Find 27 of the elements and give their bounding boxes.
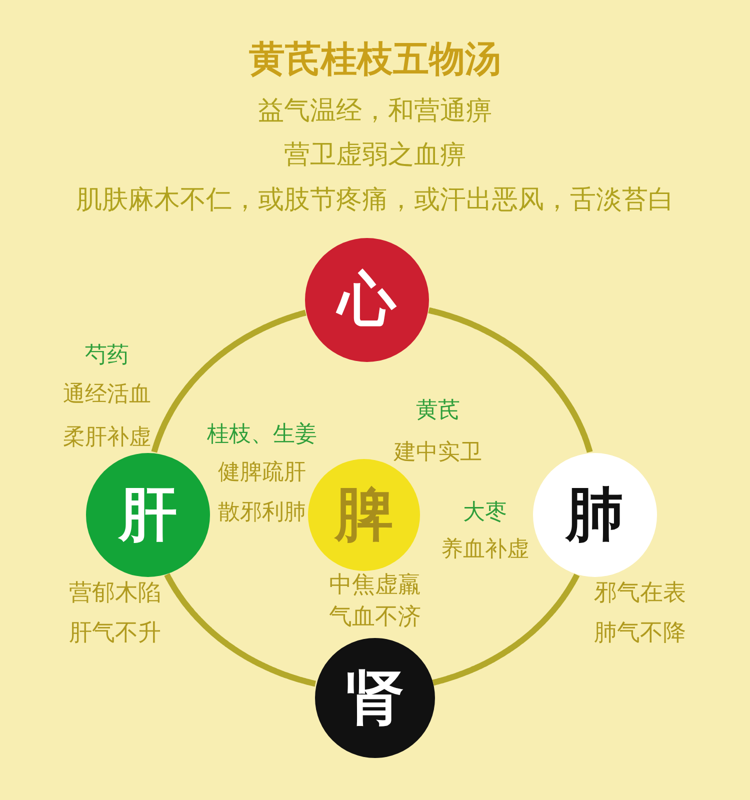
organ-note: 营郁木陷 — [69, 580, 161, 608]
subtitle: 营卫虚弱之血痹 — [284, 140, 466, 172]
subtitle: 益气温经，和营通痹 — [258, 96, 492, 128]
herb-effect: 通经活血 — [63, 382, 151, 408]
herb-effect: 养血补虚 — [441, 537, 529, 564]
organ-note: 邪气在表 — [594, 580, 686, 608]
note: 气血不济 — [329, 604, 421, 632]
herb-effect: 健脾疏肝 — [218, 460, 306, 486]
organ-note: 肺气不降 — [594, 620, 686, 648]
ring-arc — [164, 572, 317, 687]
herb-name: 大枣 — [463, 500, 507, 526]
organ-circle: 肾 — [315, 638, 435, 758]
subtitle: 肌肤麻木不仁，或肢节疼痛，或汗出恶风，舌淡苔白 — [76, 185, 674, 216]
organ-note: 肝气不升 — [69, 620, 161, 648]
herb-effect: 柔肝补虚 — [63, 425, 151, 452]
organ-circle: 肺 — [533, 453, 657, 577]
ring-arc — [432, 573, 580, 686]
organ-circle: 心 — [305, 238, 429, 362]
herb-name: 芍药 — [85, 343, 129, 370]
ring-arc — [151, 310, 307, 454]
herb-effect: 散邪利肺 — [218, 500, 306, 526]
note: 中焦虚羸 — [329, 572, 421, 600]
herb-name: 桂枝、生姜 — [207, 422, 317, 448]
herb-name: 黄芪 — [416, 398, 460, 424]
organ-circle: 肝 — [86, 453, 210, 577]
title: 黄芪桂枝五物汤 — [249, 38, 501, 82]
ring-arc — [428, 307, 593, 454]
